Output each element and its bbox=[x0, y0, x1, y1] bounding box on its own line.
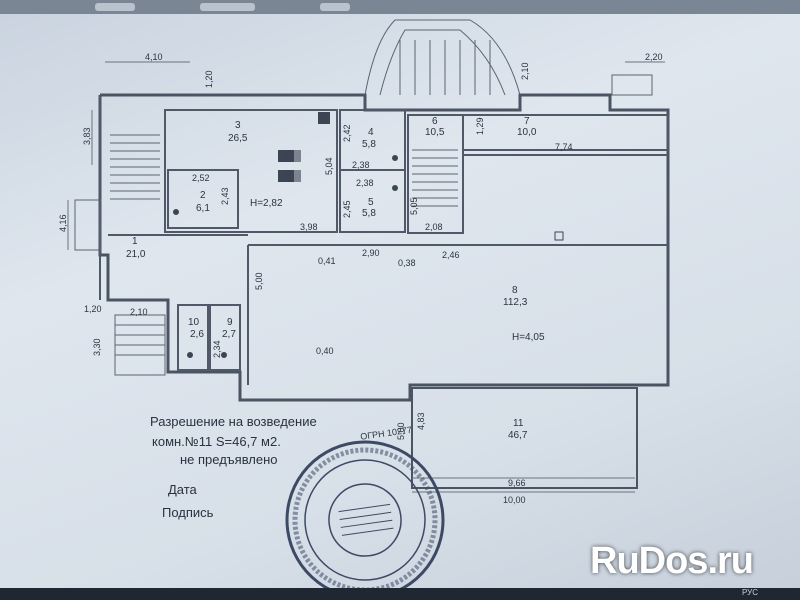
inner-walls bbox=[99, 95, 669, 385]
dim-label: 9,66 bbox=[508, 478, 526, 488]
height-label: H=2,82 bbox=[250, 198, 283, 209]
dim-label: 4,10 bbox=[145, 52, 163, 62]
dim-label: 5,00 bbox=[254, 272, 264, 290]
signature-label: Подпись bbox=[162, 505, 214, 520]
dim-label: 2,90 bbox=[362, 248, 380, 258]
room-1-area: 21,0 bbox=[126, 249, 146, 260]
room-10-area: 2,6 bbox=[190, 329, 204, 340]
room-1-number: 1 bbox=[132, 236, 138, 247]
dim-label: 2,43 bbox=[220, 187, 230, 205]
dim-label: 10,00 bbox=[503, 495, 526, 505]
room-5-area: 5,8 bbox=[362, 208, 376, 219]
dim-label: 5,05 bbox=[409, 197, 419, 215]
room-6-number: 6 bbox=[432, 116, 438, 127]
browser-top-bar bbox=[0, 0, 800, 14]
room-7-number: 7 bbox=[524, 116, 530, 127]
dim-label: 2,38 bbox=[352, 160, 370, 170]
fixtures bbox=[173, 112, 564, 358]
entrance-porch bbox=[74, 19, 653, 376]
top-bar-tab[interactable] bbox=[200, 3, 255, 11]
room-5-number: 5 bbox=[368, 197, 374, 208]
date-label: Дата bbox=[168, 482, 197, 497]
room-3-number: 3 bbox=[235, 120, 241, 131]
dim-label: 2,10 bbox=[130, 307, 148, 317]
dim-label: 0,41 bbox=[318, 256, 336, 266]
dim-label: 2,08 bbox=[425, 222, 443, 232]
dim-label: 5,04 bbox=[324, 157, 334, 175]
dim-label: 2,52 bbox=[192, 173, 210, 183]
dim-label: 5,00 bbox=[396, 422, 406, 440]
room-9-area: 2,7 bbox=[222, 329, 236, 340]
dim-label: 2,20 bbox=[645, 52, 663, 62]
room-4-area: 5,8 bbox=[362, 139, 376, 150]
dim-label: 2,45 bbox=[342, 200, 352, 218]
staircase-left bbox=[110, 134, 160, 200]
dim-label: 4,83 bbox=[416, 412, 426, 430]
dim-label: 3,30 bbox=[92, 338, 102, 356]
site-watermark: RuDos.ru bbox=[590, 540, 754, 582]
top-bar-tab[interactable] bbox=[320, 3, 350, 11]
dim-label: 2,46 bbox=[442, 250, 460, 260]
dim-label: 2,34 bbox=[212, 340, 222, 358]
room-8-number: 8 bbox=[512, 285, 518, 296]
dim-label: 1,20 bbox=[204, 70, 214, 88]
dim-label: 2,38 bbox=[356, 178, 374, 188]
room-6-area: 10,5 bbox=[425, 127, 445, 138]
room-11-number: 11 bbox=[513, 418, 524, 429]
dim-label: 2,10 bbox=[520, 62, 530, 80]
dim-label: 0,40 bbox=[316, 346, 334, 356]
official-stamp: ОГРН 10277 bbox=[285, 425, 445, 600]
permit-line-3: не предъявлено bbox=[180, 452, 278, 467]
dim-label: 3,83 bbox=[82, 127, 92, 145]
annex-room-11 bbox=[411, 387, 638, 489]
dim-label: 1,29 bbox=[475, 117, 485, 135]
room-2-number: 2 bbox=[200, 190, 206, 201]
dimension-lines bbox=[67, 61, 665, 493]
dim-label: 0,38 bbox=[398, 258, 416, 268]
room-8-area: 112,3 bbox=[503, 297, 528, 308]
dim-label: 2,42 bbox=[342, 124, 352, 142]
room-3-area: 26,5 bbox=[228, 133, 248, 144]
permit-line-2: комн.№11 S=46,7 м2. bbox=[152, 434, 281, 449]
permit-line-1: Разрешение на возведение bbox=[150, 414, 317, 429]
room-4-number: 4 bbox=[368, 127, 374, 138]
staircase-room-6 bbox=[412, 149, 458, 207]
room-2-area: 6,1 bbox=[196, 203, 210, 214]
height-label: H=4,05 bbox=[512, 332, 545, 343]
outer-walls bbox=[98, 93, 670, 402]
language-indicator[interactable]: РУС bbox=[742, 588, 759, 597]
room-11-area: 46,7 bbox=[508, 430, 528, 441]
dim-label: 3,98 bbox=[300, 222, 318, 232]
dim-label: 1,20 bbox=[84, 304, 102, 314]
dim-label: 7,74 bbox=[555, 142, 573, 152]
taskbar: РУС bbox=[0, 588, 800, 600]
room-7-area: 10,0 bbox=[517, 127, 537, 138]
room-9-number: 9 bbox=[227, 317, 233, 328]
top-bar-tab[interactable] bbox=[95, 3, 135, 11]
dim-label: 4,16 bbox=[58, 214, 68, 232]
room-10-number: 10 bbox=[188, 317, 200, 328]
